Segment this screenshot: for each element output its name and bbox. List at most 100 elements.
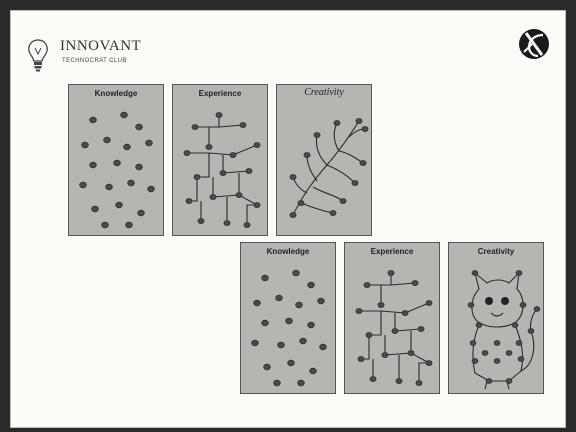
panel-illustration: [277, 85, 373, 237]
node-dot: [506, 350, 512, 355]
node-dot: [418, 326, 424, 331]
panel-illustration: [173, 85, 269, 237]
node-dot: [330, 210, 336, 215]
node-dot: [224, 220, 230, 225]
node-dot: [194, 174, 200, 179]
node-dot: [358, 356, 364, 361]
node-dot: [300, 338, 307, 344]
connector-line: [334, 123, 339, 151]
connector-line: [197, 153, 209, 177]
connector-line: [359, 303, 429, 313]
node-dot: [80, 182, 87, 188]
node-dot: [534, 306, 540, 311]
node-dot: [210, 194, 216, 199]
node-dot: [278, 342, 285, 348]
node-dot: [148, 186, 155, 192]
node-dot: [482, 350, 488, 355]
node-dot: [290, 174, 296, 179]
node-dot: [262, 275, 269, 281]
node-dot: [244, 222, 250, 227]
node-dot: [426, 360, 432, 365]
node-dot: [186, 198, 192, 203]
node-dot: [298, 380, 305, 386]
node-dot: [388, 270, 394, 275]
club-emblem-icon: [516, 24, 552, 64]
node-dot: [520, 302, 526, 307]
connector-line: [369, 311, 381, 335]
connector-line: [339, 151, 363, 163]
node-dot: [206, 144, 212, 149]
connector-line: [307, 155, 317, 181]
connector-line: [521, 309, 537, 371]
connector-line: [223, 171, 249, 173]
node-dot: [512, 322, 518, 327]
node-dot: [121, 112, 128, 118]
node-dot: [396, 378, 402, 383]
connector-line: [491, 313, 503, 316]
connector-line: [419, 363, 429, 383]
panel-illustration: [345, 243, 441, 395]
node-dot: [102, 222, 109, 228]
node-dot: [468, 302, 474, 307]
brand-name: INNOVANT: [60, 38, 141, 55]
node-dot: [412, 280, 418, 285]
node-dot: [378, 302, 384, 307]
node-dot: [254, 202, 260, 207]
connector-line: [473, 325, 523, 381]
node-dot: [314, 132, 320, 137]
node-dot: [528, 328, 534, 333]
node-dot: [230, 152, 236, 157]
node-dot: [104, 137, 111, 143]
node-dot: [472, 358, 478, 363]
node-dot: [486, 378, 492, 383]
panel-creativity-cat: Creativity: [448, 242, 544, 394]
node-dot: [126, 222, 133, 228]
node-dot: [128, 180, 135, 186]
node-dot: [274, 380, 281, 386]
connector-line: [316, 135, 327, 165]
lightbulb-icon: [26, 38, 50, 74]
node-dot: [216, 112, 222, 117]
connector-line: [361, 335, 369, 359]
node-dot: [318, 298, 325, 304]
connector-line: [367, 273, 391, 285]
node-dot: [356, 308, 362, 313]
brand-logo: INNOVANT TECHNOCRAT CLUB: [26, 38, 166, 74]
node-dot: [136, 164, 143, 170]
connector-line: [219, 125, 243, 127]
node-dot: [516, 270, 522, 275]
connector-line: [301, 203, 333, 213]
panel-title: Experience: [345, 247, 439, 256]
node-dot: [308, 282, 315, 288]
panel-knowledge: Knowledge: [68, 84, 164, 236]
cat-eye: [501, 297, 509, 305]
node-dot: [116, 202, 123, 208]
node-dot: [293, 270, 300, 276]
node-dot: [494, 358, 500, 363]
connector-line: [395, 329, 421, 331]
panel-title: Experience: [173, 89, 267, 98]
connector-line: [187, 145, 257, 155]
panel-title: Creativity: [277, 87, 371, 98]
node-dot: [82, 142, 89, 148]
connector-line: [391, 283, 415, 285]
node-dot: [364, 282, 370, 287]
node-dot: [254, 142, 260, 147]
cat-eye: [485, 297, 493, 305]
node-dot: [470, 340, 476, 345]
node-dot: [308, 322, 315, 328]
node-dot: [146, 140, 153, 146]
node-dot: [310, 368, 317, 374]
node-dot: [298, 200, 304, 205]
panel-title: Knowledge: [69, 89, 163, 98]
node-dot: [90, 117, 97, 123]
node-dot: [362, 126, 368, 131]
node-dot: [192, 124, 198, 129]
node-dot: [262, 320, 269, 326]
connector-line: [195, 115, 219, 127]
node-dot: [392, 328, 398, 333]
connector-line: [189, 177, 197, 201]
node-dot: [416, 380, 422, 385]
node-dot: [402, 310, 408, 315]
